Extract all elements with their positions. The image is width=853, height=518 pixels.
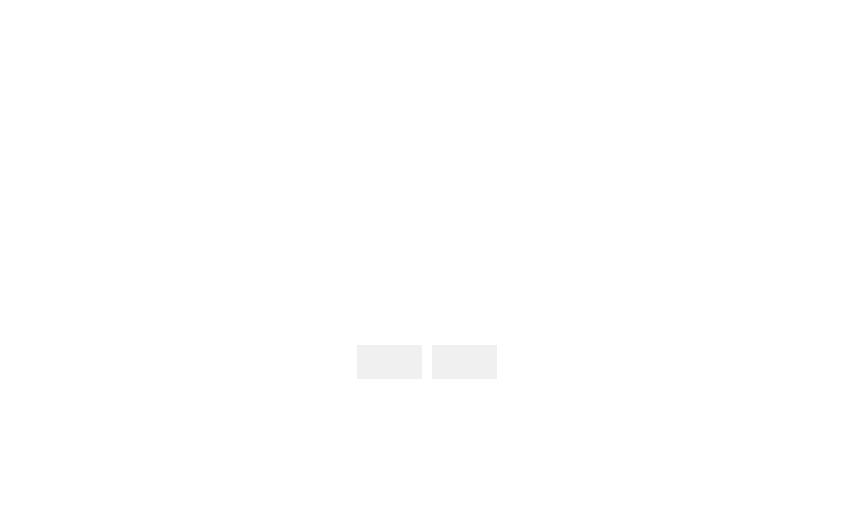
right-action-button[interactable] bbox=[432, 345, 497, 379]
left-action-button[interactable] bbox=[357, 345, 422, 379]
